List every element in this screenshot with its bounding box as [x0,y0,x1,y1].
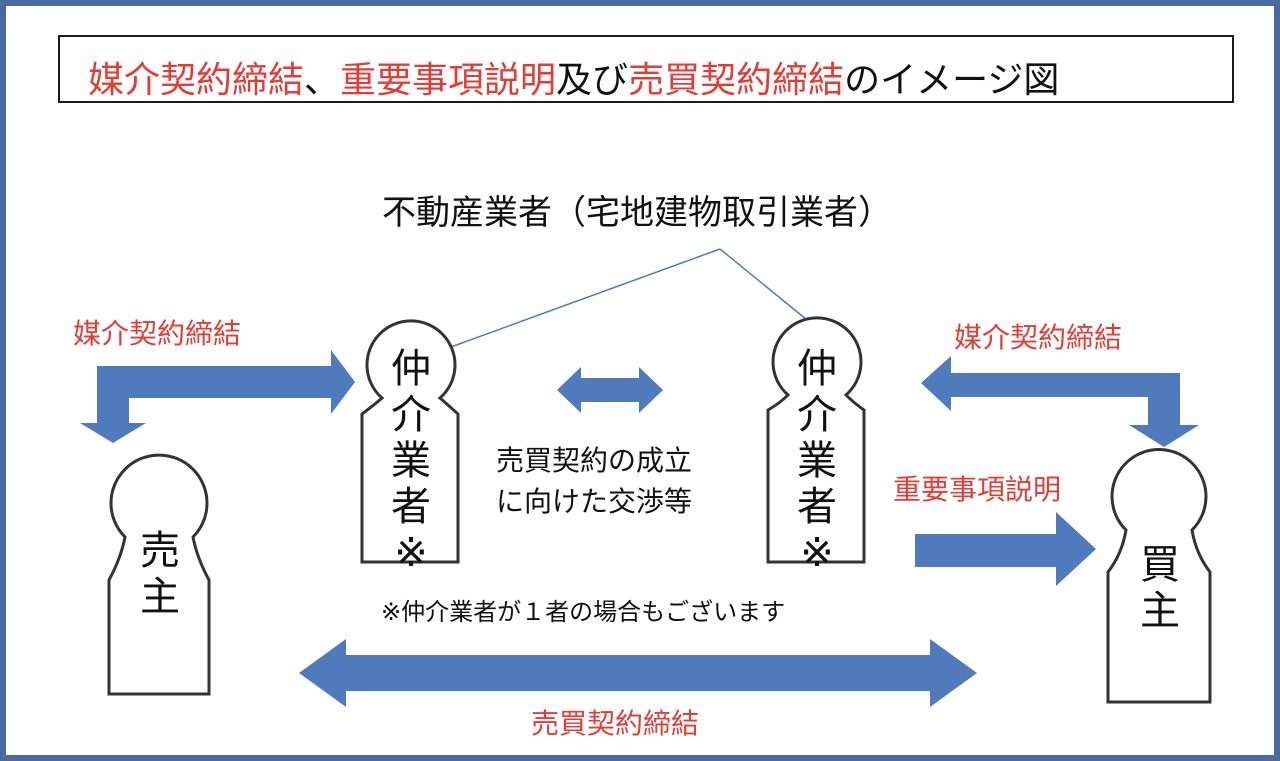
broker-left-figure [360,319,460,564]
broker-right-label: 仲介業者※ [797,346,837,576]
group-label: 不動産業者（宅地建物取引業者） [382,193,892,233]
seller-label: 売主 [140,528,180,620]
title-separator-1: 、 [304,60,341,101]
single-broker-note: ※仲介業者が１者の場合もございます [381,598,786,626]
sales-contract-arrow [299,639,977,707]
mediation-arrow-left [80,350,355,443]
title-separator-2: 及び [556,60,629,101]
seller-figure [107,453,211,696]
buyer-label: 買主 [1140,542,1180,634]
title-separator-3: のイメージ図 [844,60,1060,101]
mediation-label-right: 媒介契約締結 [954,321,1123,354]
mediation-arrow-right [921,356,1199,447]
important-matters-arrow [915,512,1096,586]
buyer-figure [1106,448,1212,704]
title-part-mediation: 媒介契約締結 [88,60,305,101]
mediation-label-left: 媒介契約締結 [73,317,242,350]
broker-left-label: 仲介業者※ [391,346,431,576]
important-matters-label: 重要事項説明 [893,473,1062,506]
page-title: 媒介契約締結、重要事項説明及び売買契約締結のイメージ図 [88,51,1059,103]
negotiation-line-1: 売買契約の成立 [496,444,693,477]
negotiation-line-2: に向けた交渉等 [496,485,693,518]
connector-line-left [450,248,721,348]
title-part-sales: 売買契約締結 [628,60,845,101]
connector-line-right [719,248,813,325]
diagram-shapes [80,248,1212,707]
sales-contract-label: 売買契約締結 [531,707,700,740]
title-box: 媒介契約締結、重要事項説明及び売買契約締結のイメージ図 [58,35,1234,103]
title-part-important: 重要事項説明 [340,60,557,101]
negotiation-arrow [557,367,663,413]
broker-right-figure [766,316,866,564]
